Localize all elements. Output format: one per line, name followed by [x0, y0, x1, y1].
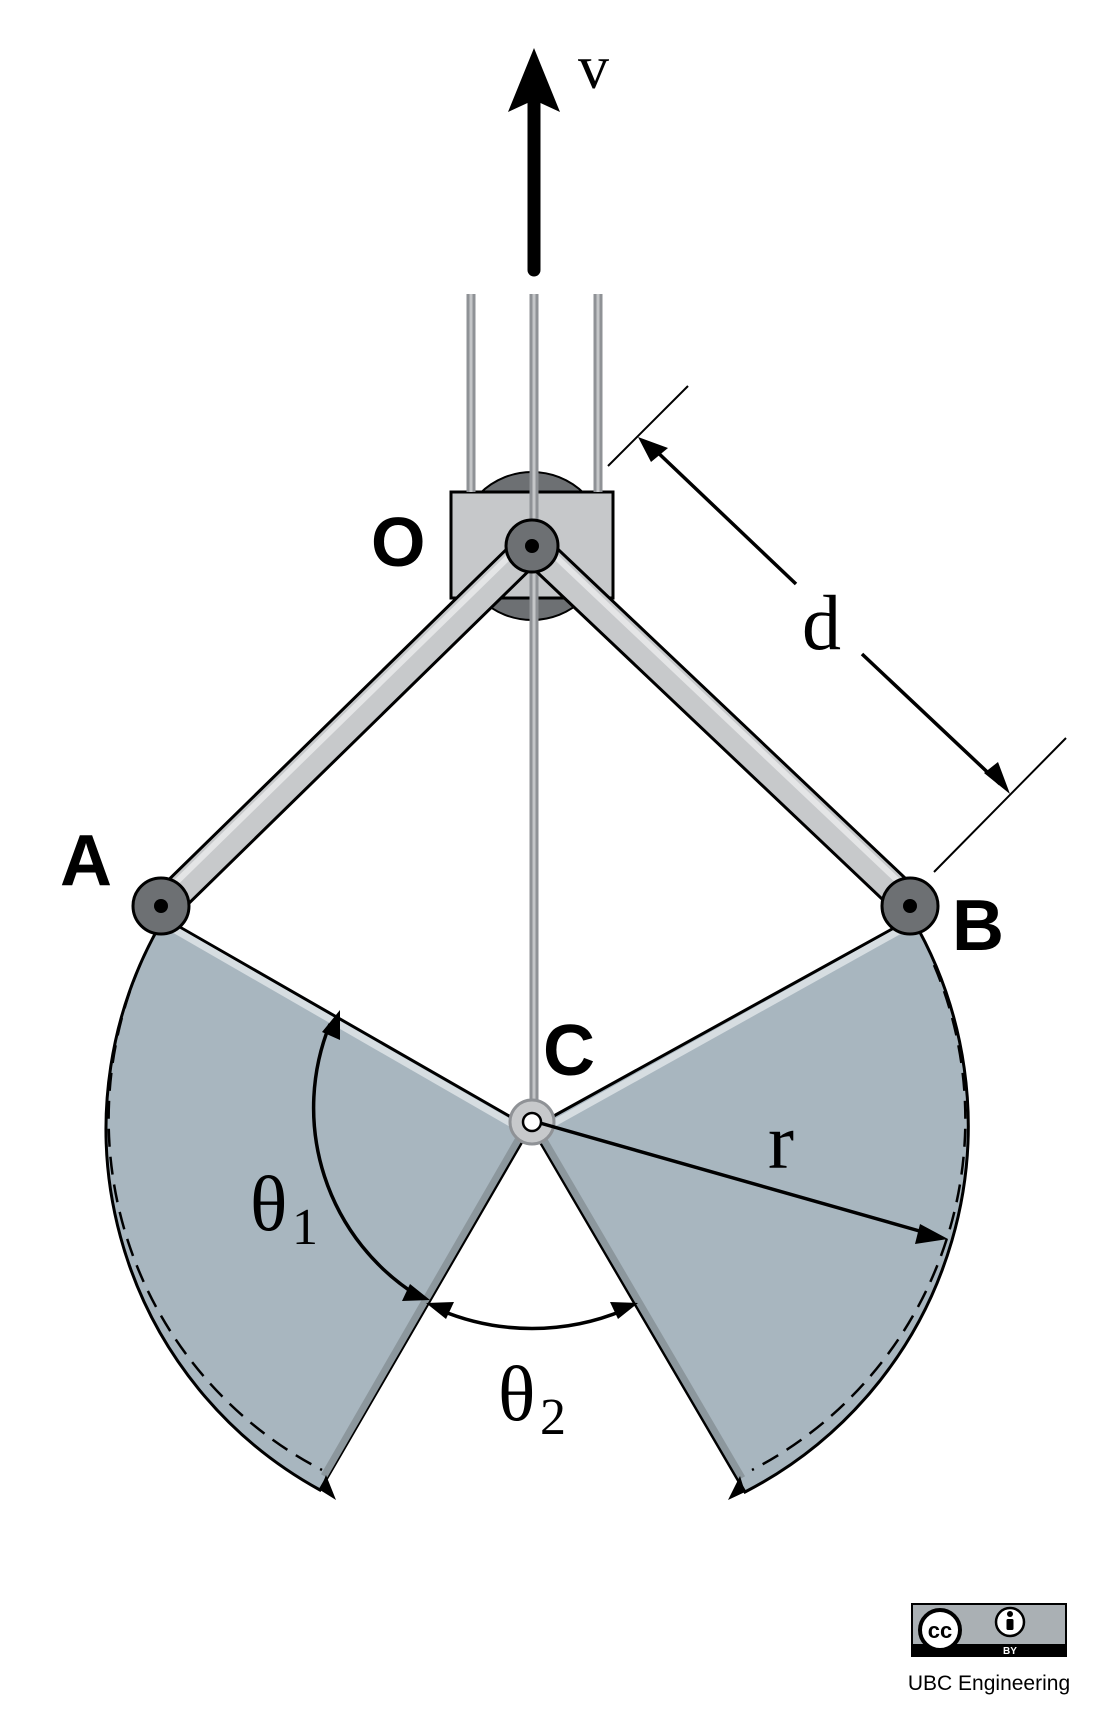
pivot-o — [504, 518, 560, 574]
attribution-person-icon — [994, 1606, 1026, 1638]
left-jaw — [104, 915, 533, 1500]
arm-ob — [520, 533, 924, 919]
radius-r — [539, 1121, 948, 1244]
cc-by-text: BY — [1003, 1646, 1017, 1657]
label-o: O — [371, 503, 425, 581]
cc-logo-icon — [918, 1608, 962, 1652]
label-a: A — [60, 821, 112, 901]
label-theta1: θ 1 — [250, 1160, 318, 1256]
pivot-c — [508, 1098, 556, 1146]
theta1-symbol: θ — [250, 1160, 287, 1247]
label-c: C — [543, 1011, 595, 1091]
theta2-subscript: 2 — [540, 1389, 566, 1446]
cc-by-badge: cc BY — [911, 1603, 1067, 1657]
theta2-symbol: θ — [498, 1350, 535, 1437]
velocity-arrow — [508, 48, 560, 277]
cables — [466, 294, 603, 1122]
arm-oa — [152, 533, 544, 919]
theta1-subscript: 1 — [292, 1199, 318, 1256]
right-jaw-dashed-arc — [751, 964, 967, 1472]
theta2-arc — [426, 1302, 638, 1331]
credit-text: UBC Engineering — [908, 1672, 1070, 1695]
dimension-d — [607, 385, 1067, 873]
label-d: d — [802, 579, 841, 666]
label-b: B — [952, 886, 1004, 966]
theta1-arc — [311, 1010, 430, 1301]
right-jaw — [529, 915, 970, 1500]
dimension-d-extension-bottom — [933, 737, 1067, 873]
velocity-label: v — [578, 34, 609, 102]
label-r: r — [768, 1098, 794, 1185]
cc-logo-text: cc — [928, 1618, 952, 1643]
left-jaw-tooth — [320, 1475, 336, 1500]
pivot-a — [131, 876, 191, 936]
pivot-b — [880, 876, 940, 936]
dimension-d-extension-top — [607, 385, 689, 467]
left-jaw-dashed-arc — [107, 964, 323, 1472]
right-jaw-tooth — [728, 1476, 745, 1500]
label-theta2: θ 2 — [498, 1350, 566, 1446]
